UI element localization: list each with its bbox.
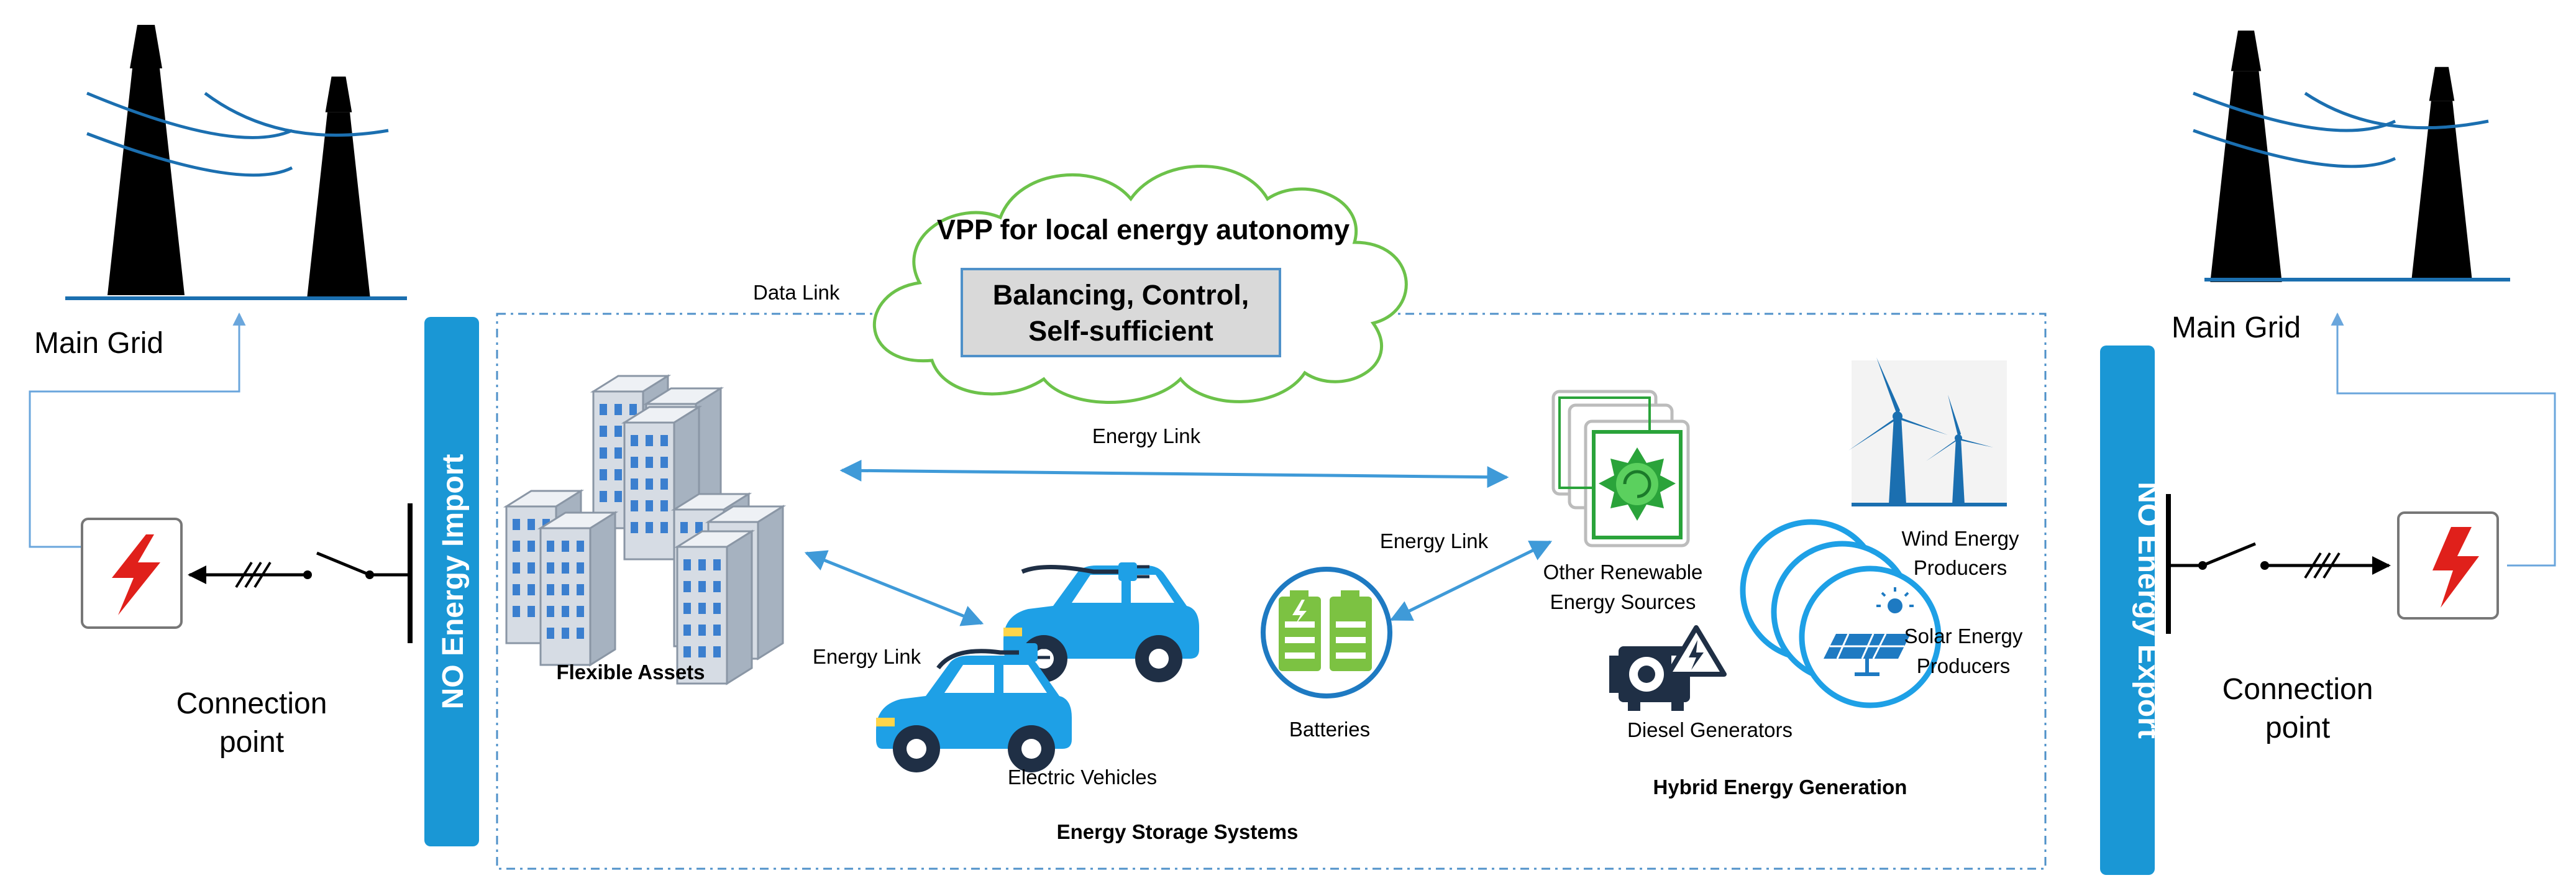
left-feed-line xyxy=(29,312,246,548)
solar-label-line2: Producers xyxy=(1917,654,2010,677)
right-connection-label-line2: point xyxy=(2265,712,2330,744)
flexible-assets-label: Flexible Assets xyxy=(556,661,705,684)
lightning-icon xyxy=(112,534,160,615)
cloud-title: VPP for local energy autonomy xyxy=(937,214,1350,245)
solar-panel-icon xyxy=(1740,519,1942,708)
building-icon xyxy=(539,511,616,666)
right-connection-point xyxy=(2166,494,2499,634)
car-icon xyxy=(876,656,1072,772)
switch-icon xyxy=(316,551,370,577)
energy-link-right-label: Energy Link xyxy=(1380,529,1489,552)
energy-storage-group-label: Energy Storage Systems xyxy=(1057,820,1299,843)
wind-turbine-icon xyxy=(1848,357,2007,506)
energy-link-left-label: Energy Link xyxy=(813,645,921,668)
energy-link-top-arrow xyxy=(839,459,1509,488)
cloud-box-line2: Self-sufficient xyxy=(1028,315,1213,347)
wind-label-line1: Wind Energy xyxy=(1902,527,2019,550)
plug-icon xyxy=(936,643,1050,670)
other-renewable-label-line2: Energy Sources xyxy=(1550,590,1696,613)
energy-export-bar: NO Energy Export xyxy=(2100,346,2165,875)
sun-icon xyxy=(1599,447,1676,521)
energy-import-bar: NO Energy Import xyxy=(424,317,479,846)
wind-label-line2: Producers xyxy=(1914,556,2007,579)
left-connection-label-line1: Connection xyxy=(176,687,327,720)
right-connection-label-line1: Connection xyxy=(2222,673,2373,706)
other-renewable-icon xyxy=(1551,390,1690,547)
lightning-icon xyxy=(2432,527,2479,608)
cable-ticks xyxy=(235,561,272,588)
data-link-label: Data Link xyxy=(753,281,840,304)
generator-icon xyxy=(1609,625,1727,711)
cloud-function-box xyxy=(961,268,1281,357)
battery-icon xyxy=(1261,567,1392,698)
diesel-label: Diesel Generators xyxy=(1627,718,1793,741)
other-renewable-label-line1: Other Renewable xyxy=(1543,561,1703,584)
batteries-label: Batteries xyxy=(1289,718,1370,741)
right-feed-line xyxy=(2331,312,2556,567)
left-main-grid-label: Main Grid xyxy=(34,327,163,360)
energy-link-right-arrow xyxy=(1389,540,1553,621)
transmission-tower-icon xyxy=(2191,25,2301,282)
hybrid-generation-group-label: Hybrid Energy Generation xyxy=(1653,776,1907,799)
right-main-grid xyxy=(2191,25,2510,282)
cable-ticks xyxy=(2304,552,2341,579)
transmission-tower-icon xyxy=(87,19,205,295)
plug-icon xyxy=(1021,562,1149,581)
electric-vehicles xyxy=(876,562,1199,772)
switch-icon xyxy=(2202,542,2256,567)
electric-vehicles-label: Electric Vehicles xyxy=(1008,766,1157,789)
left-connection-label-line2: point xyxy=(219,726,284,759)
solar-label-line1: Solar Energy xyxy=(1904,625,2023,648)
transmission-tower-icon xyxy=(2395,62,2488,278)
cloud-box-line1: Balancing, Control, xyxy=(993,279,1249,311)
energy-export-label: NO Energy Export xyxy=(2132,482,2165,738)
left-main-grid xyxy=(65,19,407,300)
energy-import-label: NO Energy Import xyxy=(437,454,470,710)
transmission-tower-icon xyxy=(290,71,387,298)
energy-link-left-arrow xyxy=(804,550,984,626)
right-main-grid-label: Main Grid xyxy=(2172,311,2301,344)
left-connection-point xyxy=(81,503,413,643)
flexible-assets-buildings xyxy=(505,375,784,685)
energy-link-top-label: Energy Link xyxy=(1092,424,1201,447)
